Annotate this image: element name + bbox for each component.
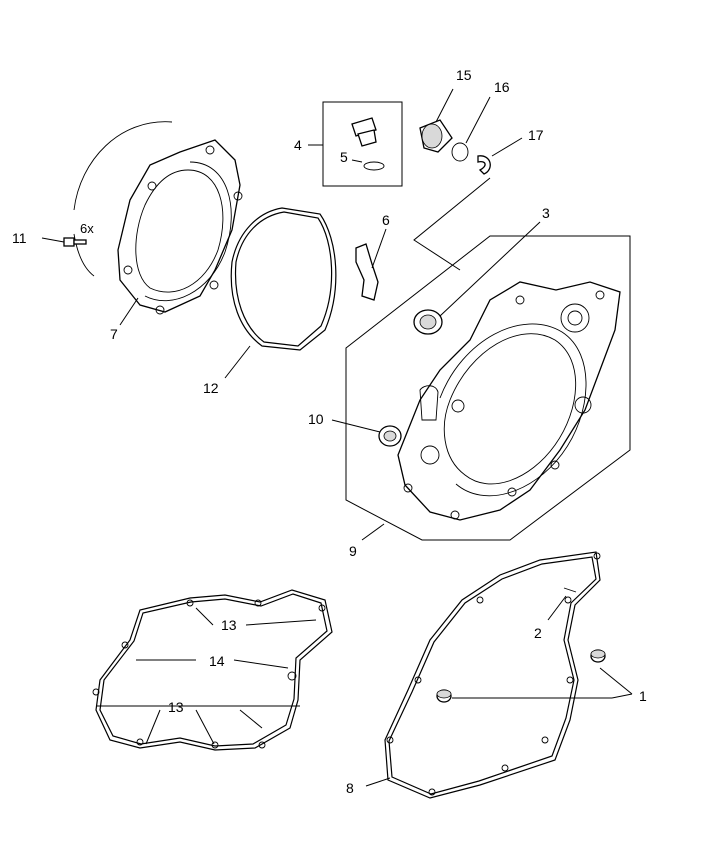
bolt (63, 237, 87, 247)
callout-1: 1 (639, 688, 647, 704)
outer-clutch-cover (73, 121, 243, 315)
callout-7: 7 (110, 326, 118, 342)
plug-assembly (419, 119, 491, 175)
callout-8: 8 (346, 780, 354, 796)
callout-10: 10 (308, 411, 324, 427)
clutch-side-gasket (92, 589, 333, 751)
inner-cover-frame (345, 177, 631, 541)
callout-labels: 15 16 17 4 5 6 3 6x 11 7 12 10 9 13 14 1… (12, 67, 647, 796)
dowel-pin-left (436, 689, 452, 703)
callout-6: 6 (382, 212, 390, 228)
callout-17: 17 (528, 127, 544, 143)
shaft-seal-upper (413, 309, 443, 335)
callout-14: 14 (209, 653, 225, 669)
inner-clutch-cover (397, 281, 621, 521)
dowel-pin-right (590, 649, 606, 663)
callout-13-bottom: 13 (168, 699, 184, 715)
leader-lines (41, 88, 633, 787)
bracket (355, 243, 379, 301)
callout-6x: 6x (80, 221, 94, 236)
callout-11: 11 (12, 230, 27, 246)
callout-2: 2 (534, 625, 542, 641)
callout-9: 9 (349, 543, 357, 559)
callout-3: 3 (542, 205, 550, 221)
filler-plug-kit (322, 101, 403, 187)
callout-16: 16 (494, 79, 510, 95)
callout-4: 4 (294, 137, 302, 153)
callout-5: 5 (340, 149, 348, 165)
crankcase-gasket (384, 551, 601, 799)
callout-15: 15 (456, 67, 472, 83)
callout-12: 12 (203, 380, 219, 396)
shaft-seal-lower (378, 425, 402, 447)
callout-13-top: 13 (221, 617, 237, 633)
cover-gasket (230, 207, 337, 351)
